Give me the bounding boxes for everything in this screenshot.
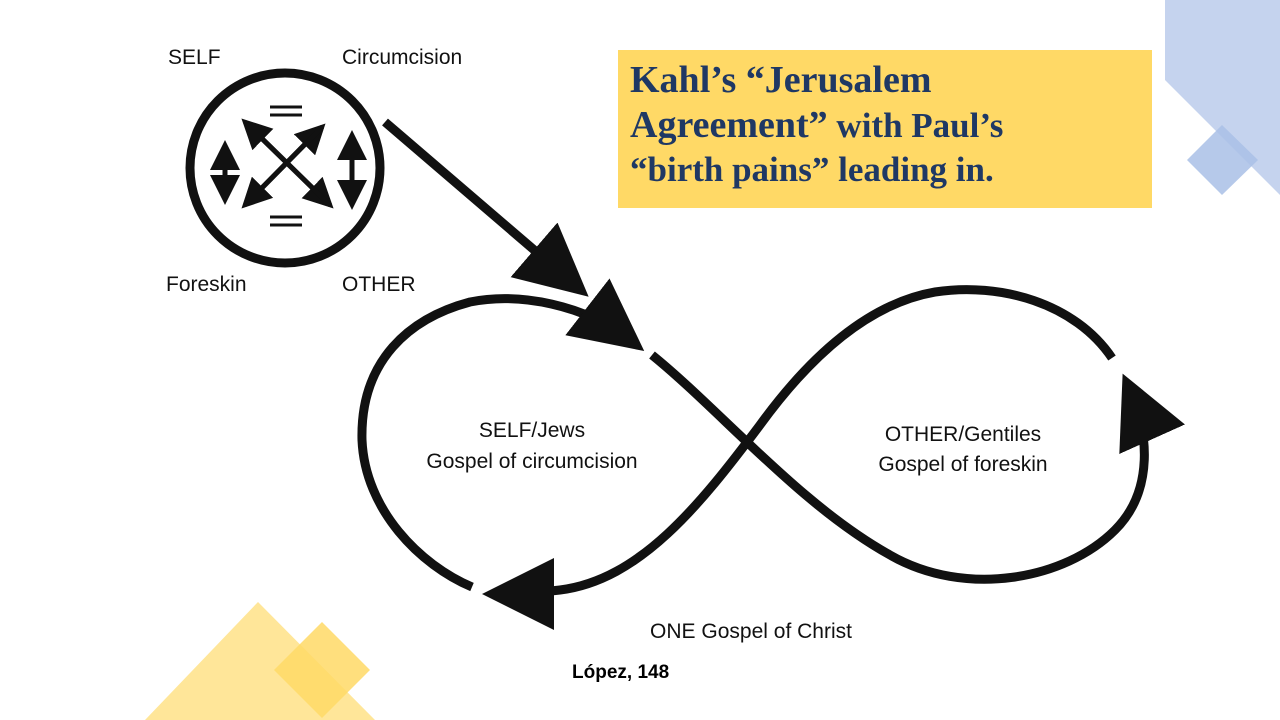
arrow-lead-in [382, 118, 589, 297]
deco-yellow-small [274, 622, 370, 718]
deco-blue-small [1187, 125, 1258, 195]
title-box: Kahl’s “Jerusalem Agreement” with Paul’s… [618, 50, 1152, 208]
right-loop-line2: Gospel of foreskin [878, 453, 1047, 476]
opposition-circle [185, 68, 385, 268]
arrow-diagonal-a-rev [241, 125, 324, 209]
title-part1: Kahl’s “Jerusalem [630, 59, 932, 101]
square-of-opposition [185, 68, 385, 268]
decorative-shapes [145, 0, 1280, 720]
right-loop-line1: OTHER/Gentiles [885, 423, 1041, 446]
bottom-label: ONE Gospel of Christ [650, 620, 852, 643]
deco-blue-large [1165, 0, 1280, 195]
infinity-loop [357, 278, 1185, 630]
left-loop-line2: Gospel of circumcision [426, 450, 637, 473]
title-part3: “birth pains” leading in. [630, 150, 994, 189]
loop-top-right-arc [482, 285, 1116, 630]
label-self: SELF [168, 46, 221, 69]
arrow-diagonal-b-rev [241, 118, 332, 207]
source-caption: López, 148 [572, 662, 670, 683]
slide-title: Kahl’s “Jerusalem Agreement” with Paul’s… [630, 58, 1142, 192]
title-part2a: Agreement” [630, 104, 828, 146]
label-other: OTHER [342, 273, 416, 296]
title-part2b: with Paul’s [827, 106, 1004, 145]
label-foreskin: Foreskin [166, 273, 247, 296]
loop-top-left-arc [357, 278, 645, 592]
left-loop-line1: SELF/Jews [479, 419, 585, 442]
label-circumcision: Circumcision [342, 46, 462, 69]
